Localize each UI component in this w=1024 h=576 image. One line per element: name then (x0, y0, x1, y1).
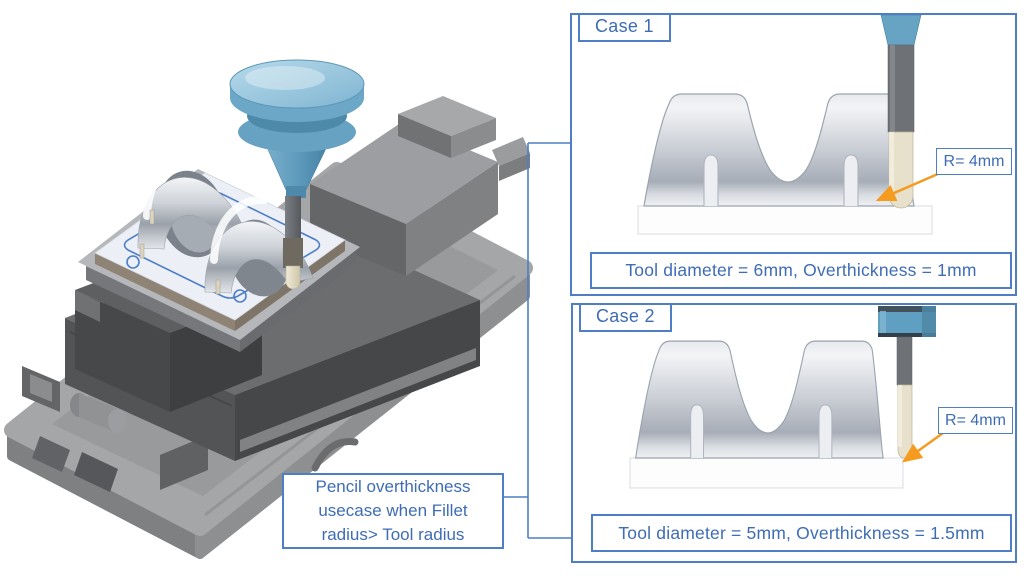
machine-vise (4, 59, 533, 559)
machining-contour (123, 191, 321, 303)
case1-label: Case 1 (578, 13, 671, 42)
stock-baseplate (629, 457, 904, 489)
case1-caption: Tool diameter = 6mm, Overthickness = 1mm (590, 252, 1012, 289)
stock-baseplate (637, 205, 933, 235)
part-profile (635, 340, 884, 459)
case2-radius-callout: R= 4mm (938, 407, 1013, 434)
case2-caption: Tool diameter = 5mm, Overthickness = 1.5… (591, 514, 1012, 552)
connector-lines (504, 142, 572, 539)
case2-cross-section (629, 306, 951, 489)
case1-radius-callout: R= 4mm (936, 148, 1012, 175)
case1-panel: Case 1 R= 4mm Tool diameter = 6mm, Overt… (570, 13, 1017, 296)
case2-label: Case 2 (579, 303, 672, 332)
part-profile (643, 93, 915, 207)
case2-panel: Case 2 R= 4mm Tool diameter = 5mm, Overt… (571, 303, 1017, 563)
ballnose-tool (878, 306, 936, 459)
milling-tool (229, 59, 365, 290)
workpiece-humps (137, 151, 314, 297)
note-box: Pencil overthickness usecase when Fillet… (282, 473, 504, 549)
radius-arrow (875, 168, 948, 202)
case1-cross-section (637, 15, 948, 235)
